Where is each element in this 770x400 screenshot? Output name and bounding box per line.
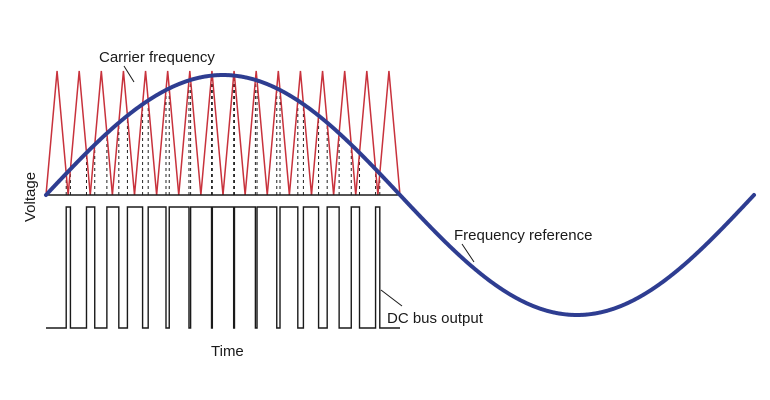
carrier-tooth (45, 70, 69, 196)
intersection-dash-lines (65, 75, 381, 195)
carrier-tooth (222, 70, 246, 196)
carrier-triangle-wave (45, 70, 401, 196)
carrier-tooth (244, 70, 268, 196)
carrier-frequency-label: Carrier frequency (99, 49, 215, 66)
carrier-tooth (133, 70, 158, 196)
carrier-tooth (155, 70, 180, 196)
carrier-tooth (288, 70, 313, 196)
carrier-leader-line (123, 65, 135, 83)
carrier-tooth (310, 70, 335, 196)
carrier-tooth (332, 70, 357, 196)
carrier-tooth (266, 70, 291, 196)
dc-bus-pulse-train (46, 206, 400, 329)
frequency-reference-sine (44, 73, 756, 317)
dc-bus-pulse-line (46, 206, 400, 329)
carrier-tooth (111, 70, 136, 196)
dc-bus-leader-line (380, 289, 403, 307)
reference-leader-line (461, 243, 475, 263)
voltage-axis-label: Voltage (22, 172, 39, 222)
carrier-tooth (89, 70, 114, 196)
carrier-tooth (200, 70, 224, 196)
carrier-tooth (377, 70, 401, 196)
carrier-tooth (178, 70, 202, 196)
frequency-reference-label: Frequency reference (454, 227, 592, 244)
time-axis-label: Time (211, 343, 244, 360)
dc-bus-output-label: DC bus output (387, 310, 484, 327)
